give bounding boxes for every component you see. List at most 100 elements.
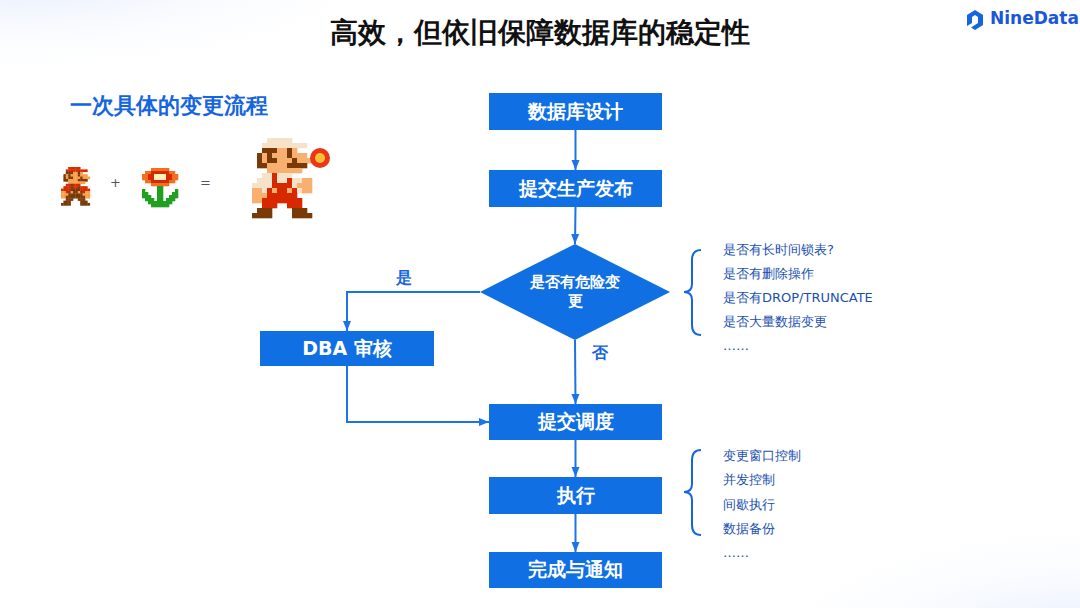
pixel <box>148 177 151 180</box>
pixel <box>272 148 277 153</box>
pixel <box>292 143 297 148</box>
pixel <box>160 180 163 183</box>
pixel <box>78 172 81 175</box>
pixel <box>292 203 297 208</box>
pixel <box>257 158 262 163</box>
pixel <box>267 213 272 218</box>
pixel <box>75 191 78 194</box>
pixel <box>66 172 69 175</box>
pixel <box>71 186 74 189</box>
pixel <box>277 158 282 163</box>
pixel <box>61 193 64 196</box>
mario-illustration <box>61 138 330 218</box>
diamond-fill <box>480 244 670 340</box>
pixel <box>262 143 267 148</box>
pixel <box>257 198 262 203</box>
equals-sign: = <box>200 175 211 190</box>
pixel <box>68 181 71 184</box>
pixel <box>252 213 257 218</box>
pixel <box>292 213 297 218</box>
pixel <box>83 196 86 199</box>
pixel <box>83 186 86 189</box>
pixel <box>267 163 272 168</box>
pixel <box>257 178 262 183</box>
pixel <box>166 201 169 204</box>
pixel <box>160 183 163 186</box>
pixel <box>292 163 297 168</box>
pixel <box>267 203 272 208</box>
pixel <box>75 196 78 199</box>
pixel <box>157 198 160 201</box>
pixel <box>71 179 74 182</box>
pixel <box>287 188 292 193</box>
pixel <box>297 178 302 183</box>
pixel <box>145 177 148 180</box>
pixel <box>73 181 76 184</box>
pixel <box>66 189 69 192</box>
pixel <box>68 184 71 187</box>
pixel <box>68 203 71 206</box>
pixel <box>160 198 163 201</box>
process-box: 提交调度 <box>489 404 662 440</box>
pixel <box>80 201 83 204</box>
pixel <box>272 153 277 158</box>
pixel <box>282 183 287 188</box>
flow-arrow <box>347 366 489 422</box>
pixel <box>154 171 157 174</box>
pixel <box>272 203 277 208</box>
pixel <box>66 191 69 194</box>
pixel <box>157 177 160 180</box>
section-heading: 一次具体的变更流程 <box>70 91 268 121</box>
note-item: …… <box>723 545 749 560</box>
pixel <box>75 179 78 182</box>
pixel <box>85 203 88 206</box>
pixel <box>160 192 163 195</box>
pixel <box>287 153 292 158</box>
pixel <box>80 186 83 189</box>
pixel <box>292 168 297 173</box>
pixel <box>160 195 163 198</box>
pixel <box>151 168 154 171</box>
pixel <box>157 183 160 186</box>
pixel <box>71 196 74 199</box>
pixel <box>287 138 292 143</box>
process-box: DBA 审核 <box>260 331 434 366</box>
pixel <box>68 167 71 170</box>
pixel <box>169 195 172 198</box>
pixel <box>302 163 307 168</box>
pixel-sprite <box>61 167 90 206</box>
pixel <box>154 201 157 204</box>
pixel <box>257 208 262 213</box>
pixel <box>160 168 163 171</box>
pixel <box>61 191 64 194</box>
pixel <box>148 171 151 174</box>
pixel <box>172 171 175 174</box>
pixel <box>78 184 81 187</box>
pixel <box>83 203 86 206</box>
decision-diamond: 是否有危险变更 <box>480 244 670 340</box>
pixel <box>71 198 74 201</box>
pixel <box>297 143 302 148</box>
pixel <box>87 193 90 196</box>
pixel <box>83 198 86 201</box>
pixel <box>302 158 307 163</box>
pixel <box>302 213 307 218</box>
pixel <box>75 172 78 175</box>
pixel <box>277 198 282 203</box>
pixel <box>169 174 172 177</box>
note-item: 是否有DROP/TRUNCATE <box>723 289 873 307</box>
pixel <box>262 203 267 208</box>
pixel <box>68 191 71 194</box>
pixel <box>85 201 88 204</box>
pixel <box>145 180 148 183</box>
pixel <box>267 198 272 203</box>
pixel <box>297 168 302 173</box>
pixel <box>78 193 81 196</box>
pixel <box>154 168 157 171</box>
pixel <box>175 174 178 177</box>
pixel <box>262 213 267 218</box>
fireball <box>310 148 330 168</box>
pixel <box>160 174 163 177</box>
pixel <box>297 213 302 218</box>
pixel <box>145 195 148 198</box>
